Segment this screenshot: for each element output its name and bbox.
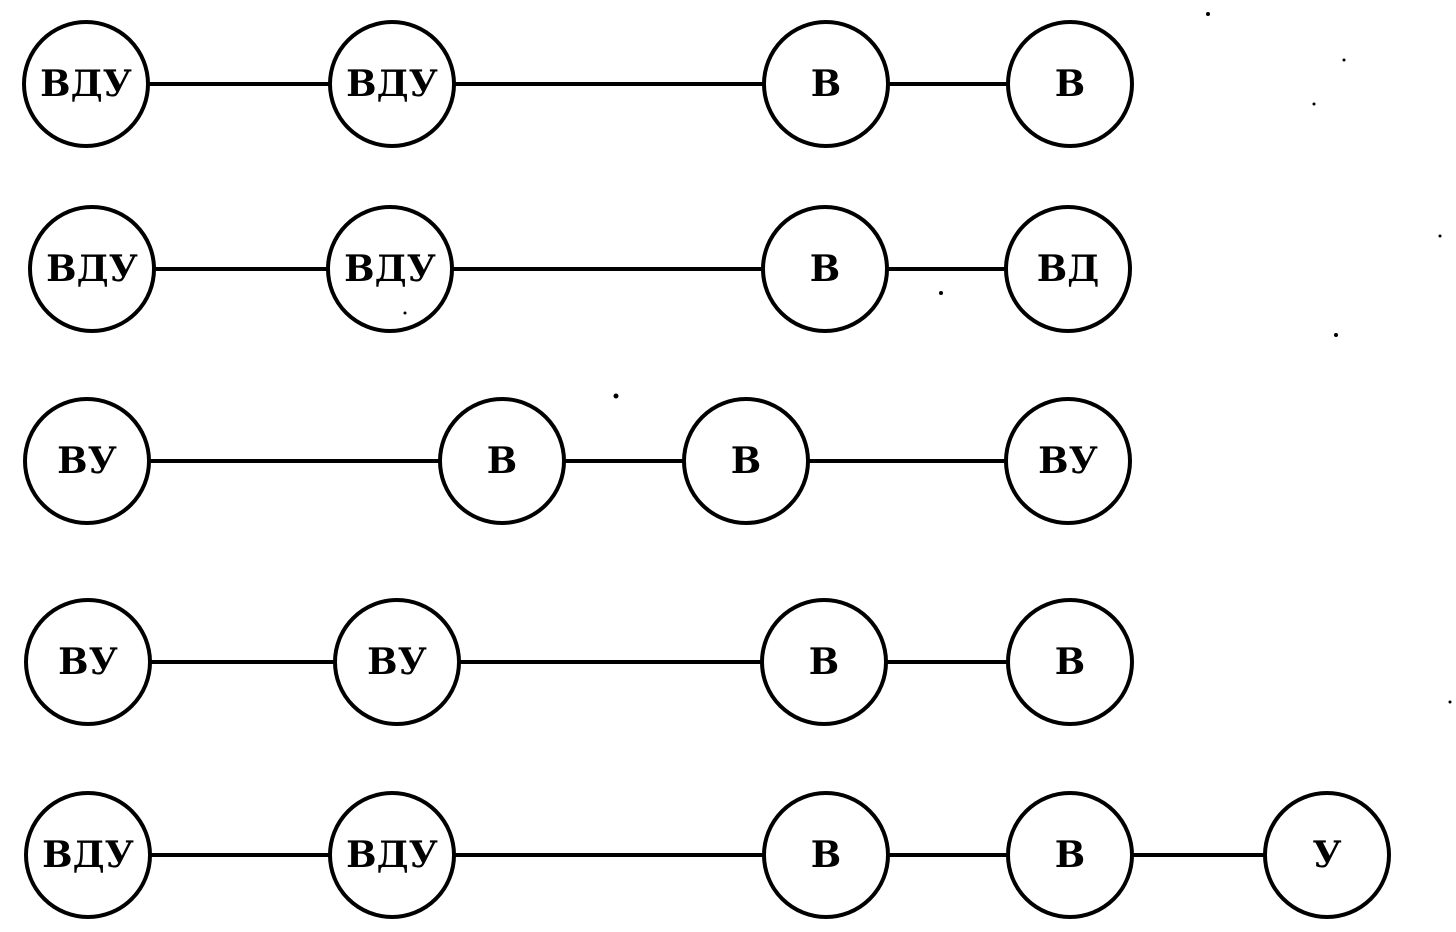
node-label: В [811,834,841,876]
node-row1-3: В [762,20,890,148]
scan-speck-5 [939,291,943,295]
node-label: В [809,641,839,683]
scan-specks [403,12,1452,704]
node-row1-1: ВДУ [22,20,150,148]
node-row2-3: В [761,205,889,333]
node-label: ВДУ [40,63,132,105]
node-circle [1004,397,1132,525]
node-label: В [1055,63,1085,105]
edges-layer [146,82,1267,857]
node-label: В [810,248,840,290]
node-circle [326,205,454,333]
node-circle [762,791,890,919]
node-circle [1263,791,1391,919]
node-circle [761,205,889,333]
node-circle [1006,791,1134,919]
node-label: В [1055,641,1085,683]
node-label: В [487,440,517,482]
node-row2-4: ВД [1004,205,1132,333]
scan-speck-1 [1206,12,1210,16]
node-label: ВД [1037,248,1099,290]
node-circle [333,598,461,726]
node-row3-1: ВУ [23,397,151,525]
node-circle [23,397,151,525]
node-row3-4: ВУ [1004,397,1132,525]
node-label: ВУ [367,641,427,683]
node-label: ВДУ [346,63,438,105]
node-label: ВДУ [46,248,138,290]
node-row5-1: ВДУ [24,791,152,919]
node-circle [762,20,890,148]
node-row2-2: ВДУ [326,205,454,333]
node-label: В [811,63,841,105]
node-label: В [731,440,761,482]
node-circle [24,791,152,919]
node-label: В [1055,834,1085,876]
node-circle [438,397,566,525]
node-label: ВДУ [42,834,134,876]
node-row4-4: В [1006,598,1134,726]
node-label: У [1312,834,1341,876]
scan-speck-3 [1312,102,1316,106]
scan-speck-2 [1342,58,1346,62]
node-row5-5: У [1263,791,1391,919]
node-row1-2: ВДУ [328,20,456,148]
node-row2-1: ВДУ [28,205,156,333]
node-row3-2: В [438,397,566,525]
scan-speck-9 [1448,700,1452,704]
node-circle [328,20,456,148]
node-row5-4: В [1006,791,1134,919]
node-row4-1: ВУ [24,598,152,726]
node-circle [1006,598,1134,726]
node-row5-3: В [762,791,890,919]
scan-speck-6 [403,311,407,315]
node-label: ВДУ [346,834,438,876]
node-circle [760,598,888,726]
node-label: ВУ [1038,440,1098,482]
node-row5-2: ВДУ [328,791,456,919]
node-circle [28,205,156,333]
scan-speck-8 [613,393,619,399]
scan-speck-4 [1438,234,1442,238]
node-circle [24,598,152,726]
node-label: ВУ [58,641,118,683]
node-label: ВДУ [344,248,436,290]
node-circle [682,397,810,525]
scan-speck-7 [1334,333,1338,337]
node-row4-2: ВУ [333,598,461,726]
node-circle [22,20,150,148]
node-row3-3: В [682,397,810,525]
node-label: ВУ [57,440,117,482]
node-row4-3: В [760,598,888,726]
node-circle [1004,205,1132,333]
node-circle [328,791,456,919]
node-row1-4: В [1006,20,1134,148]
node-circle [1006,20,1134,148]
